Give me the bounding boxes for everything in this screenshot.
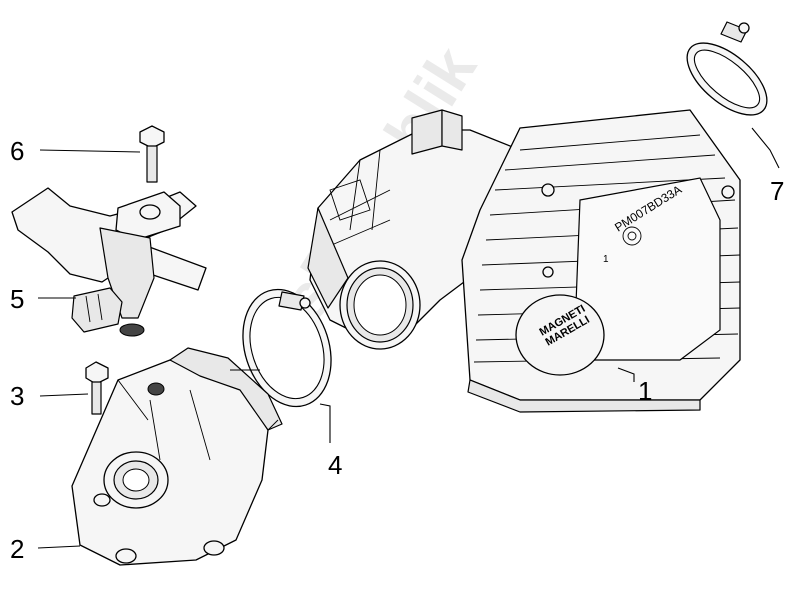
- callout-4: 4: [328, 450, 342, 480]
- leader-line-1: [617, 367, 635, 382]
- throttle-body[interactable]: PM007BD33A 1 MAGNETI MARELLI: [307, 109, 741, 413]
- screw-top[interactable]: [139, 125, 165, 183]
- intake-manifold[interactable]: [71, 347, 283, 566]
- callout-2: 2: [10, 534, 24, 564]
- fuel-injector[interactable]: [11, 187, 207, 337]
- callout-6: 6: [10, 136, 24, 166]
- hose-clamp-large[interactable]: [675, 21, 779, 128]
- hose-clamp-small[interactable]: [229, 278, 346, 418]
- leader-line-6: [39, 149, 141, 153]
- callout-5: 5: [10, 284, 24, 314]
- leader-line-3: [39, 393, 89, 397]
- callout-7: 7: [770, 176, 784, 206]
- callout-1: 1: [638, 376, 652, 406]
- part-mark-1: 1: [603, 254, 609, 265]
- leader-line-4: [319, 403, 331, 443]
- callout-3: 3: [10, 381, 24, 411]
- leader-line-2: [37, 545, 81, 549]
- callout-labels: 1 2 3 4 5 6 7: [10, 136, 784, 564]
- screw-lower[interactable]: [85, 361, 109, 415]
- leader-line-7: [751, 127, 780, 169]
- leader-lines: [37, 127, 780, 549]
